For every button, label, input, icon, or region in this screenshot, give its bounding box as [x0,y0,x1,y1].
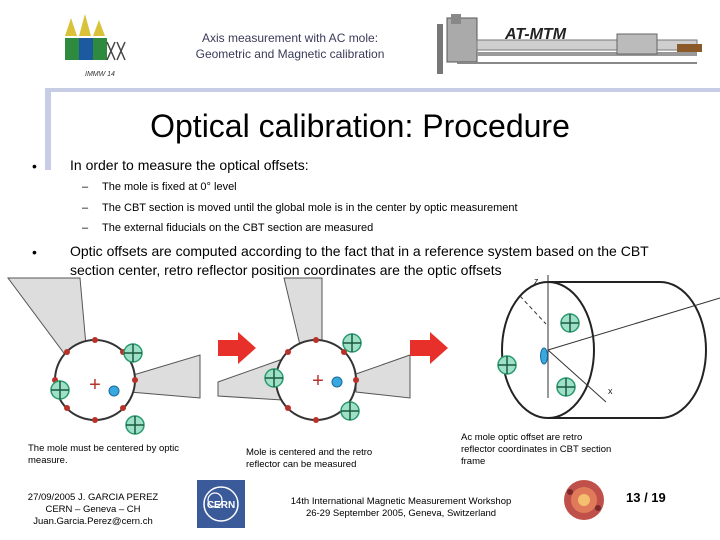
bullet-marker: • [32,244,37,260]
frame-line-horizontal [45,88,720,92]
caption-middle-line1: Mole is centered and the retro [246,447,373,458]
fiducial-icon [123,343,143,363]
caption-left: The mole must be centered by optic measu… [28,443,179,467]
footer-author-line2: CERN – Geneva – CH [45,504,141,515]
header-subtitle-line2: Geometric and Magnetic calibration [195,47,385,61]
procedure-diagram: + + z [7,275,720,435]
sub-item-text: The mole is fixed at 0° level [102,181,237,193]
fiducial-icon [50,380,70,400]
dash-marker: – [82,202,89,214]
caption-right-line3: frame [461,456,486,467]
cbt-section-cylinder: z x [497,275,720,419]
frame-line-vertical [45,90,51,170]
fiducial-icon [342,333,362,353]
fiducial-icon [125,415,145,435]
footer-author: 27/09/2005 J. GARCIA PEREZ CERN – Geneva… [18,492,168,528]
sub-item-text: The external fiducials on the CBT sectio… [102,222,374,234]
fiducial-icon [497,355,517,375]
fiducial-icon [556,377,576,397]
arrow-right-icon [410,332,448,364]
bullet-text-2-line2: section center, retro reflector position… [70,262,502,278]
mole-centered: + [217,277,411,423]
center-cross: + [312,370,324,392]
workshop-logo [564,480,604,520]
caption-right-line1: Ac mole optic offset are retro [461,432,583,443]
fiducial-icon [340,401,360,421]
arrow-right-icon [218,332,256,364]
page-number: 13 / 19 [626,490,666,505]
caption-left-line1: The mole must be centered by optic [28,443,180,454]
cern-logo: CERN [197,480,245,528]
cern-logo-text: CERN [207,500,235,511]
page-title: Optical calibration: Procedure [150,108,570,144]
axis-z-label: z [534,276,539,286]
retro-reflector [540,347,548,365]
footer-workshop-line1: 14th International Magnetic Measurement … [290,496,512,507]
logo-text: IMMW 14 [85,71,115,78]
footer-workshop-line2: 26-29 September 2005, Geneva, Switzerlan… [305,508,497,519]
caption-right-line2: reflector coordinates in CBT section [461,444,612,455]
list-item: – The CBT section is moved until the glo… [82,202,518,214]
dash-marker: – [82,222,89,234]
bullet-text-1: In order to measure the optical offsets: [70,157,309,173]
header-subtitle-line1: Axis measurement with AC mole: [201,31,379,45]
list-item: – The mole is fixed at 0° level [82,181,237,193]
retro-reflector [108,385,120,397]
immw-logo: IMMW 14 [65,14,126,78]
caption-middle: Mole is centered and the retro reflector… [246,447,372,471]
bullet-marker: • [32,158,37,174]
measurement-bench-image [437,14,702,74]
footer-workshop: 14th International Magnetic Measurement … [276,496,526,520]
dash-marker: – [82,181,89,193]
banner-label: AT-MTM [505,26,567,43]
footer-author-line3: Juan.Garcia.Perez@cern.ch [33,516,153,527]
retro-reflector [331,376,343,388]
axis-x-label: x [608,386,613,396]
fiducial-icon [264,368,284,388]
list-item: – The external fiducials on the CBT sect… [82,222,374,234]
center-cross: + [89,374,101,396]
sub-item-text: The CBT section is moved until the globa… [102,202,518,214]
caption-middle-line2: reflector can be measured [246,459,357,470]
caption-right: Ac mole optic offset are retro reflector… [461,432,611,468]
footer-author-line1: 27/09/2005 J. GARCIA PEREZ [27,492,159,503]
mole-off-center: + [7,277,201,435]
fiducial-icon [560,313,580,333]
bullet-text-2-line1: Optic offsets are computed according to … [70,243,649,259]
header-subtitle: Axis measurement with AC mole: Geometric… [165,30,415,62]
caption-left-line2: measure. [28,455,68,466]
